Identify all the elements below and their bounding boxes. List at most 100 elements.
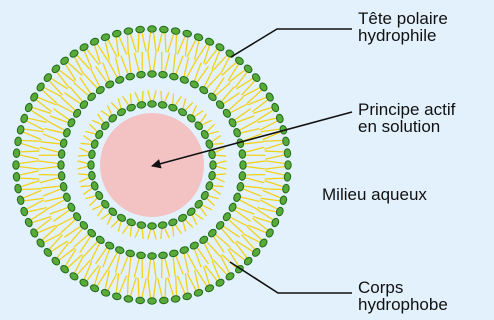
polar-head [86, 228, 97, 238]
lipid-tail [90, 199, 97, 206]
lipid-tail [266, 155, 284, 159]
lipid-tail [228, 65, 238, 80]
lipid-tail [27, 200, 43, 208]
polar-head [124, 27, 134, 35]
lipid-tail [193, 106, 197, 114]
polar-head [207, 228, 218, 238]
lipid-tail [112, 103, 119, 110]
lipid-tail [154, 52, 156, 70]
lipid-tail [245, 142, 263, 144]
polar-head [100, 120, 110, 131]
lipid-tail [266, 167, 284, 169]
lipid-tail [134, 53, 139, 71]
lipid-tail [20, 171, 38, 175]
lipid-tail [81, 186, 90, 187]
lipid-tail [195, 214, 203, 219]
lipid-tail [183, 222, 185, 231]
lipid-tail [216, 178, 224, 182]
polar-head [148, 253, 157, 259]
polar-head [158, 252, 167, 259]
lipid-tail [84, 189, 92, 194]
polar-head [125, 249, 135, 257]
polar-head [59, 264, 70, 274]
lipid-tail [261, 129, 279, 131]
lipid-tail [78, 167, 87, 169]
lipid-tail [78, 174, 87, 175]
lipid-tail [264, 141, 282, 142]
lipid-tail [201, 114, 206, 122]
lipid-tail [148, 52, 150, 70]
polar-head [258, 238, 268, 249]
polar-head [36, 238, 46, 249]
polar-head [279, 195, 287, 205]
lipid-tail [266, 171, 284, 175]
polar-head [51, 64, 62, 75]
lipid-tail [244, 189, 261, 196]
polar-head [148, 101, 157, 107]
lipid-tail [148, 279, 150, 297]
lipid-tail [148, 91, 150, 100]
lipid-tail [48, 121, 64, 130]
polar-head [13, 161, 19, 170]
polar-head [251, 247, 261, 258]
lipid-tail [41, 142, 59, 144]
lipid-tail [108, 40, 116, 56]
polar-head [148, 298, 157, 304]
polar-head [72, 211, 82, 222]
polar-head [136, 252, 145, 259]
lipid-tail [142, 279, 146, 297]
polar-head [107, 113, 118, 123]
lipid-tail [90, 125, 97, 132]
polar-head [236, 182, 244, 192]
lipid-tail [265, 181, 282, 186]
lipid-tail [242, 235, 254, 248]
lipid-tail [260, 200, 276, 208]
lipid-tail [216, 174, 225, 175]
lipid-tail [173, 227, 174, 236]
lipid-tail [142, 229, 143, 238]
lipid-tail [20, 155, 38, 159]
lipid-tail [217, 167, 226, 169]
lipid-tail [98, 114, 103, 122]
lipid-tail [60, 71, 74, 82]
lipid-tail [25, 129, 43, 131]
lipid-tail [154, 230, 156, 239]
polar-head [100, 33, 110, 42]
lipid-tail [68, 63, 81, 75]
lipid-tail [68, 255, 81, 267]
lipid-tail [216, 155, 225, 156]
aqueous-core [100, 113, 204, 217]
lipid-tail [80, 148, 88, 152]
lipid-tail [214, 237, 224, 252]
lipid-tail [203, 120, 211, 124]
lipid-tail [107, 216, 111, 224]
lipid-tail [186, 103, 193, 110]
lipid-tail [187, 40, 195, 56]
lipid-tail [176, 277, 177, 295]
lipid-tail [78, 161, 87, 163]
lipid-tail [165, 93, 169, 101]
polar-head [282, 184, 290, 194]
polar-head [284, 149, 291, 158]
lipid-tail [165, 53, 170, 71]
lipid-tail [213, 136, 221, 141]
lipid-tail [237, 79, 252, 89]
lipid-tail [207, 199, 214, 206]
polar-head [58, 161, 64, 170]
lipid-tail [213, 189, 221, 194]
polar-head [193, 288, 203, 297]
lipid-tail [209, 196, 218, 198]
lipid-tail [222, 63, 235, 75]
lipid-tail [246, 178, 264, 183]
lipid-tail [40, 147, 58, 152]
label-active-ingredient-line2: en solution [358, 118, 455, 135]
lipid-tail [187, 273, 195, 289]
lipid-tail [165, 259, 170, 277]
lipid-tail [130, 94, 131, 103]
lipid-tail [173, 258, 175, 276]
polar-head [243, 256, 254, 267]
lipid-tail [93, 206, 101, 210]
lipid-tail [201, 208, 206, 216]
polar-head [107, 207, 118, 217]
lipid-tail [135, 93, 139, 101]
